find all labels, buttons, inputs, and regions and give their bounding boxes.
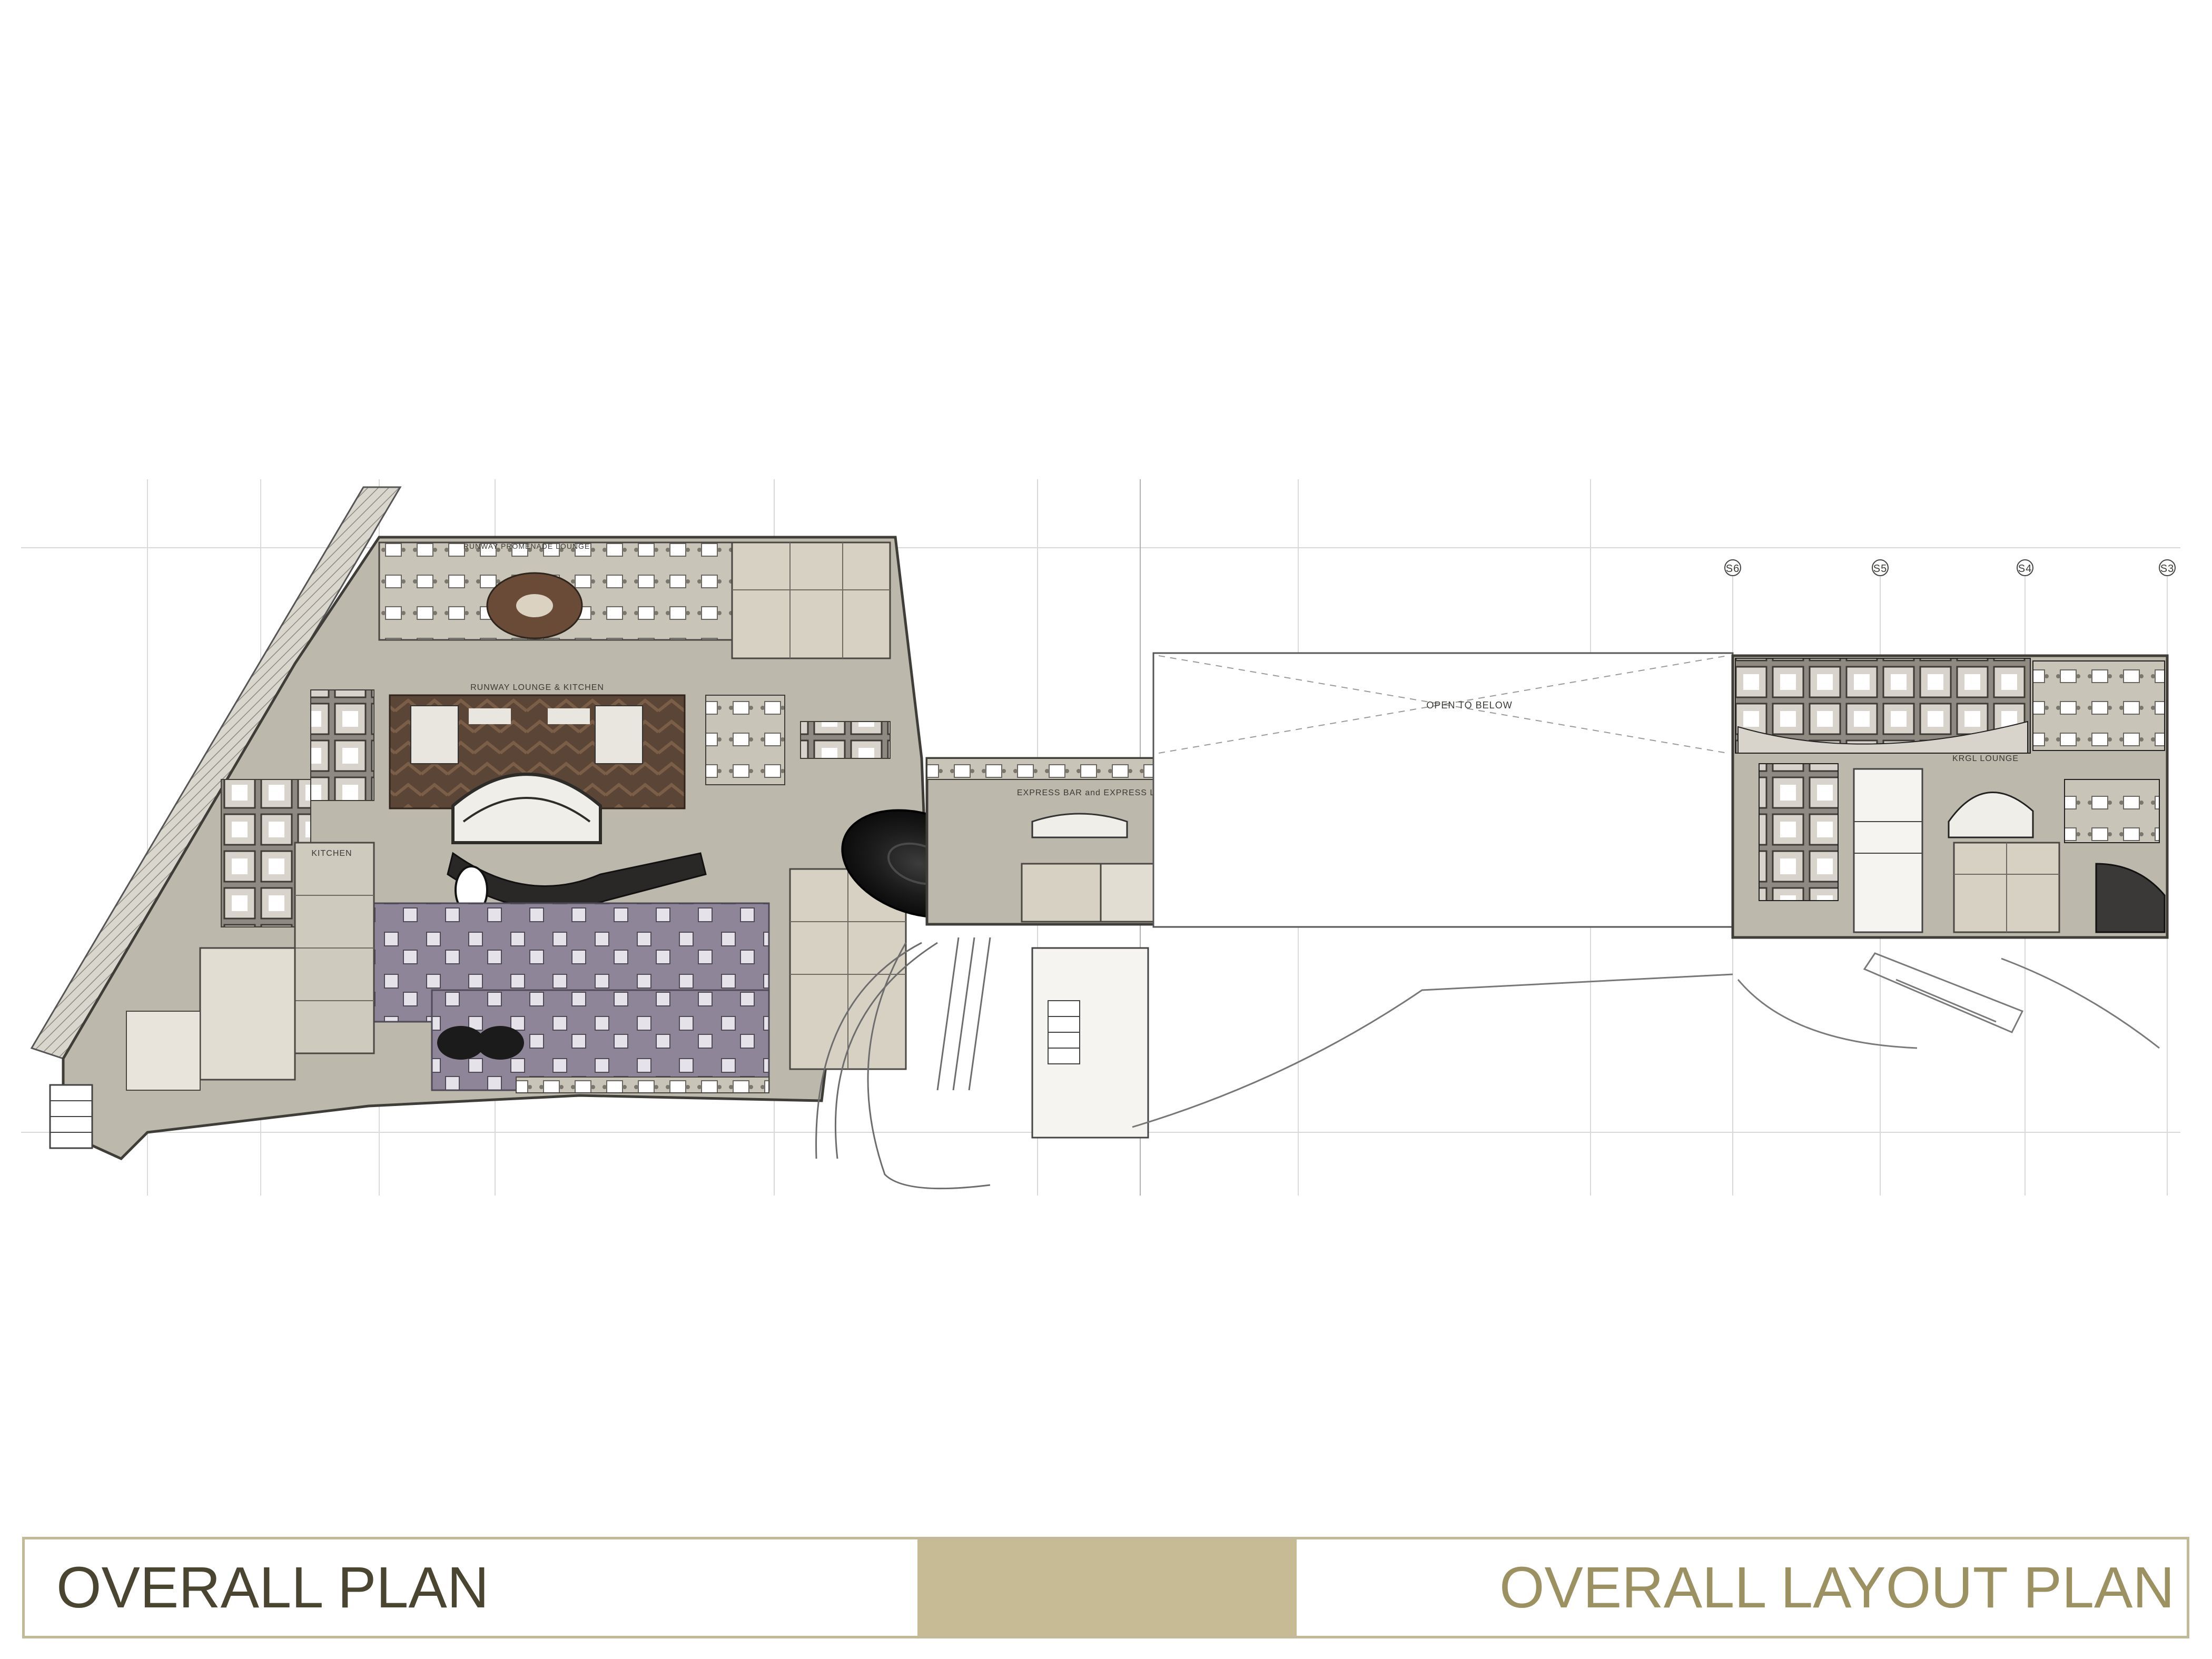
central-bar-counter	[451, 773, 602, 844]
label-krgl-lounge: KRGL LOUNGE	[1952, 754, 2019, 763]
svg-text:S4: S4	[2018, 563, 2032, 575]
grid-marker-s5: S5	[1872, 559, 1889, 576]
dark-bar-curve	[447, 852, 707, 911]
sheet-title-right: OVERALL LAYOUT PLAN (N	[1499, 1555, 2189, 1620]
label-open-to-below: OPEN TO BELOW	[1426, 700, 1512, 710]
promenade-tables-area	[378, 541, 781, 641]
label-runway-kitchen: RUNWAY LOUNGE & KITCHEN	[470, 683, 604, 692]
north-service-rooms	[731, 541, 891, 659]
label-kitchen: KITCHEN	[311, 849, 352, 858]
right-wing	[1731, 654, 2169, 939]
open-to-below	[1152, 652, 1734, 928]
corner-dark-lounge	[2095, 863, 2166, 933]
south-curve	[1132, 973, 1733, 1128]
svg-text:S6: S6	[1726, 563, 1740, 575]
title-block-accent-band	[917, 1539, 1297, 1636]
west-seating	[310, 689, 374, 801]
right-core-stair	[1853, 768, 1923, 933]
entry-curves	[815, 937, 991, 1190]
left-wing	[30, 486, 929, 1160]
grid-marker-s4: S4	[2017, 559, 2033, 576]
diagonal-facade	[30, 486, 402, 1060]
label-runway-promenade: RUNWAY PROMENADE LOUNGE	[463, 542, 590, 550]
title-block: OVERALL PLAN OVERALL LAYOUT PLAN (N	[22, 1537, 2189, 1638]
grid-marker-s6: S6	[1724, 559, 1741, 576]
grid-marker-s3: S3	[2159, 559, 2176, 576]
sheet-title-left: OVERALL PLAN	[56, 1555, 489, 1620]
right-escalators	[1737, 952, 2160, 1049]
svg-text:S3: S3	[2160, 563, 2174, 575]
svg-text:S5: S5	[1873, 563, 1887, 575]
